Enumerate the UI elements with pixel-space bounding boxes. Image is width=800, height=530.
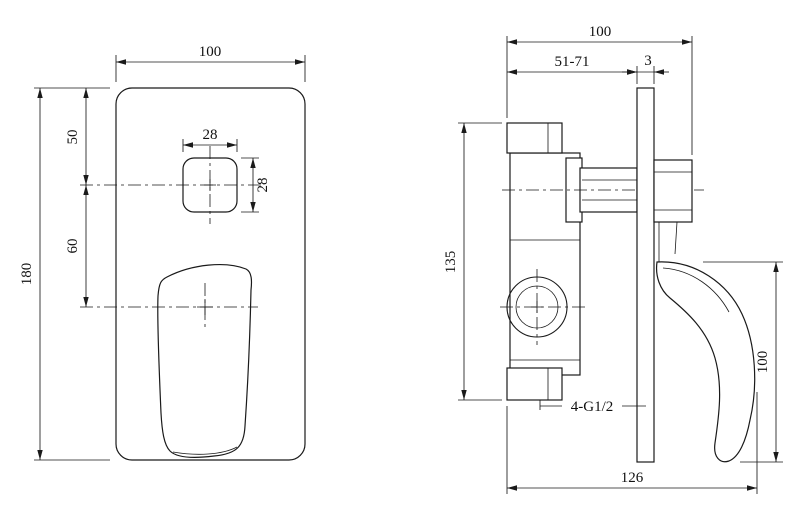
dim-label-square-height: 28 <box>255 178 271 193</box>
body-detail-lines <box>510 123 637 400</box>
dim-square-height: 28 <box>241 157 271 213</box>
bottom-inlet-pipe <box>506 367 563 401</box>
dim-plate-thickness: 3 <box>622 53 669 84</box>
dim-label-side-top-width: 100 <box>589 24 612 40</box>
extension-lines <box>34 87 110 461</box>
button-centerlines <box>80 146 263 224</box>
extension-lines <box>241 157 259 213</box>
extension-lines <box>506 392 758 494</box>
dim-front-width: 100 <box>115 44 306 82</box>
dim-overall-length: 126 <box>506 392 758 494</box>
handle-centerlines <box>80 283 258 331</box>
front-view: 100 180 50 60 28 28 <box>19 44 306 461</box>
extension-lines <box>458 122 502 401</box>
dim-label-square-offset: 50 <box>65 130 81 145</box>
dim-front-height: 180 <box>19 87 110 461</box>
extension-lines <box>182 139 238 152</box>
dim-handle-offset: 60 <box>65 185 89 308</box>
dim-square-width: 28 <box>182 127 238 152</box>
hub-detail-lines <box>654 171 692 262</box>
dim-label-overall-length: 126 <box>621 470 644 486</box>
dim-label-square-width: 28 <box>203 127 218 143</box>
handle-front-outline <box>157 264 253 459</box>
dim-label-depth-range: 51-71 <box>555 54 590 70</box>
handle-front-inner-edge <box>172 446 238 455</box>
dim-label-plate-thickness: 3 <box>644 53 652 69</box>
dim-handle-height: 100 <box>703 261 783 463</box>
callout-lines <box>539 400 646 410</box>
thread-spec-label: 4-G1/2 <box>571 399 614 415</box>
dim-label-front-width: 100 <box>199 44 222 60</box>
dim-label-handle-height: 100 <box>755 351 771 374</box>
side-plate-outline <box>636 87 655 463</box>
top-inlet-pipe <box>506 122 563 154</box>
extension-lines <box>506 36 693 155</box>
dim-square-offset: 50 <box>65 88 89 185</box>
dim-label-handle-offset: 60 <box>65 239 81 254</box>
dim-side-top-width: 100 <box>506 24 693 155</box>
dim-label-front-height: 180 <box>19 263 35 286</box>
port-centerlines <box>500 269 585 345</box>
handle-hub <box>653 159 693 223</box>
handle-side-outline <box>655 261 756 463</box>
thread-callout: 4-G1/2 <box>539 399 646 415</box>
dim-label-body-height: 135 <box>443 251 459 274</box>
handle-side-inner-edge <box>662 267 730 313</box>
dim-body-height: 135 <box>443 122 502 401</box>
side-view: 100 51-71 3 135 100 <box>443 24 783 494</box>
dim-depth-range: 51-71 <box>507 54 638 84</box>
